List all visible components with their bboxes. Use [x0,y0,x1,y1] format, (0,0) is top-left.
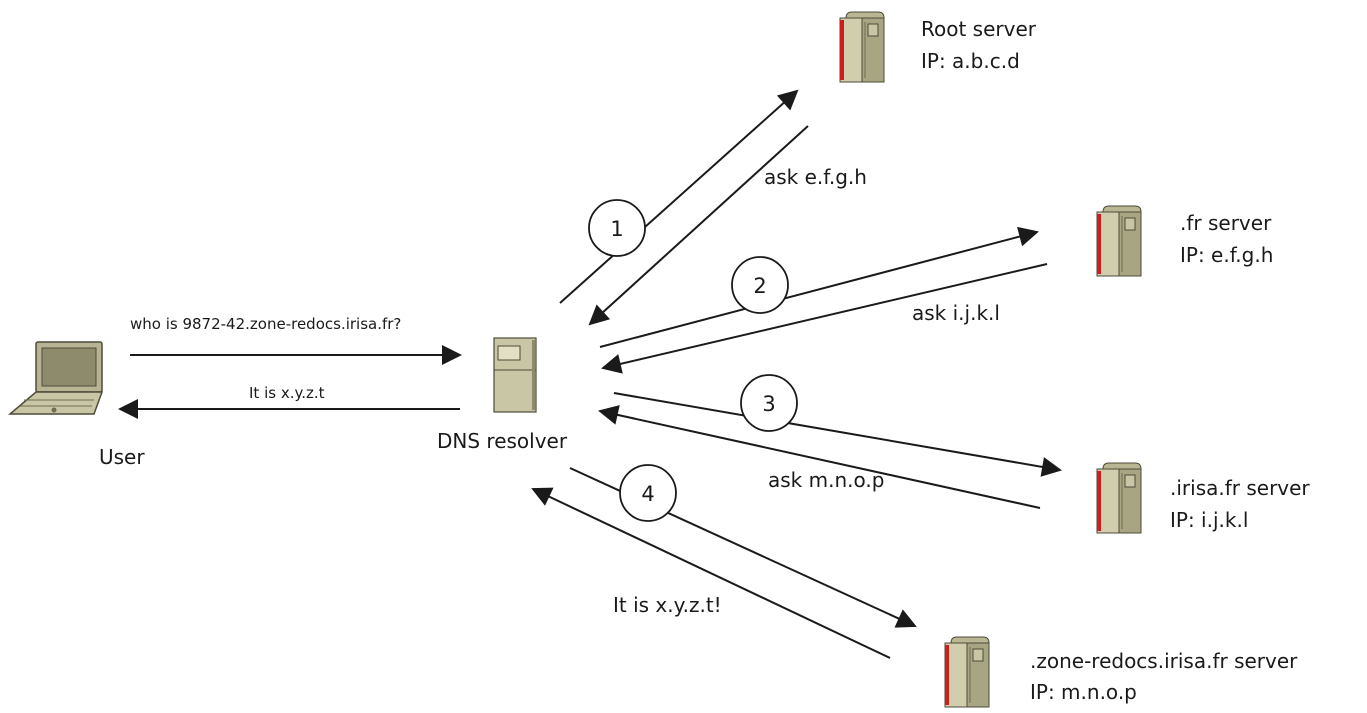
step3-marker [740,374,798,432]
step1-query-arrow [559,89,799,304]
step1-marker [588,199,646,257]
step1-number: 1 [610,217,623,241]
fr-server-ip: IP: e.f.g.h [1180,243,1273,267]
step4-number: 4 [641,482,654,506]
step1-reply-arrow [588,125,809,326]
query-answer-label: It is x.y.z.t [249,384,325,402]
step2-reply-arrow [601,263,1048,374]
step3-reply-label: ask m.n.o.p [768,468,884,492]
irisa-server-ip: IP: i.j.k.l [1170,508,1248,532]
step4-marker [619,464,677,522]
step3-query-arrow [613,392,1062,477]
step2-marker [731,256,789,314]
dns-resolver-icon [493,337,537,413]
root-server-icon [839,11,885,83]
irisa-server-icon [1096,462,1142,534]
step2-number: 2 [753,274,766,298]
step4-reply-label: It is x.y.z.t! [613,593,722,617]
query-question-label: who is 9872-42.zone-redocs.irisa.fr? [130,315,401,333]
step3-number: 3 [762,392,775,416]
dns-resolver-label: DNS resolver [437,429,568,453]
zone-server-icon [944,636,990,708]
user-label: User [99,445,145,469]
root-server-name: Root server [921,17,1037,41]
fr-server-name: .fr server [1180,211,1272,235]
step4-reply-arrow [531,487,891,659]
irisa-server-name: .irisa.fr server [1170,476,1310,500]
step2-reply-label: ask i.j.k.l [912,301,1000,325]
zone-server-name: .zone-redocs.irisa.fr server [1030,649,1298,673]
laptop-icon [7,341,104,415]
step3-reply-arrow [598,405,1041,509]
step1-reply-label: ask e.f.g.h [764,165,867,189]
fr-server-icon [1096,205,1142,277]
step2-query-arrow [599,226,1039,348]
root-server-ip: IP: a.b.c.d [921,49,1020,73]
zone-server-ip: IP: m.n.o.p [1030,680,1137,704]
